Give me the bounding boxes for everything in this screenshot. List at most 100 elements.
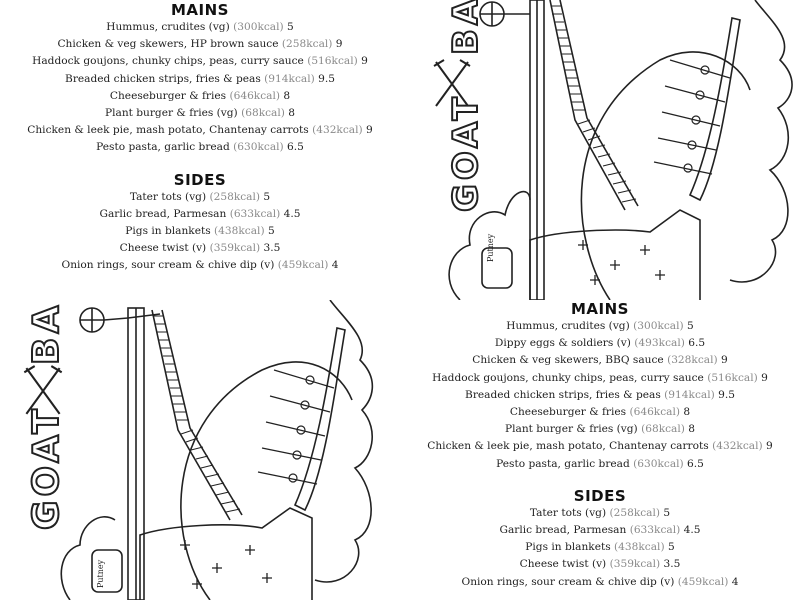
sides-heading: SIDES <box>573 486 627 505</box>
menu-item-kcal: (438kcal) <box>214 225 265 238</box>
menu-item-name: Plant burger & fries (vg) <box>504 423 638 436</box>
menu-item: Cheese twist (v) (359kcal) 3.5 <box>400 556 800 573</box>
menu-item: Pigs in blankets (438kcal) 5 <box>400 539 800 556</box>
menu-item: Tater tots (vg) (258kcal) 5 <box>400 505 800 522</box>
bridge-span <box>151 309 243 521</box>
sides-list: Tater tots (vg) (258kcal) 5 Garlic bread,… <box>400 505 800 591</box>
menu-item-kcal: (359kcal) <box>209 242 261 255</box>
boathouse <box>529 209 701 300</box>
menu-item-price: 8 <box>283 89 291 102</box>
menu-item-price: 3.5 <box>663 558 681 571</box>
tree-bush-left <box>60 516 116 600</box>
menu-item: Hummus, crudites (vg) (300kcal) 5 <box>400 318 800 335</box>
menu-item-kcal: (359kcal) <box>609 558 661 571</box>
menu-item-price: 4.5 <box>283 207 301 220</box>
menu-item: Chicken & leek pie, mash potato, Chanten… <box>0 122 400 139</box>
menu-item-kcal: (646kcal) <box>229 89 280 102</box>
menu-item: Haddock goujons, chunky chips, peas, cur… <box>0 53 400 70</box>
fork-knife-crossed-icon <box>23 365 63 415</box>
menu-item-price: 8 <box>288 107 296 120</box>
menu-item-kcal: (493kcal) <box>634 337 685 350</box>
menu-item-kcal: (258kcal) <box>609 506 661 519</box>
menu-item-name: Haddock goujons, chunky chips, peas, cur… <box>432 371 704 384</box>
menu-item-price: 9 <box>761 371 768 384</box>
putney-sign <box>91 549 123 593</box>
menu-item-price: 3.5 <box>263 242 281 255</box>
menu-item-kcal: (633kcal) <box>229 207 281 220</box>
menu-item-kcal: (459kcal) <box>277 259 329 272</box>
menu-item-kcal: (300kcal) <box>233 21 284 33</box>
menu-item: Cheeseburger & fries (646kcal) 8 <box>0 88 400 105</box>
menu-item-kcal: (630kcal) <box>633 457 684 470</box>
illustration-panel-bottom-left: GOAT BA Putney <box>0 300 400 600</box>
menu-item: Onion rings, sour cream & chive dip (v) … <box>0 257 400 274</box>
menu-item-price: 5 <box>263 190 271 203</box>
menu-item-name: Garlic bread, Parmesan <box>499 524 627 537</box>
goat-logotype: GOAT <box>25 404 68 531</box>
bridge-span <box>549 0 639 211</box>
menu-item-kcal: (646kcal) <box>629 406 680 419</box>
menu-item-kcal: (630kcal) <box>233 141 284 154</box>
rowing-boat <box>688 17 741 202</box>
menu-item-kcal: (459kcal) <box>677 575 729 588</box>
menu-item-name: Cheese twist (v) <box>119 242 207 255</box>
menu-item: Onion rings, sour cream & chive dip (v) … <box>400 574 800 591</box>
menu-item-price: 5 <box>287 21 294 33</box>
menu-item-price: 5 <box>667 541 675 554</box>
menu-item-name: Cheeseburger & fries <box>509 406 627 419</box>
menu-item: Haddock goujons, chunky chips, peas, cur… <box>400 370 800 387</box>
menu-item-kcal: (258kcal) <box>281 38 333 51</box>
menu-item-price: 4 <box>331 259 339 272</box>
menu-item-price: 9.5 <box>718 388 735 401</box>
menu-item-name: Haddock goujons, chunky chips, peas, cur… <box>32 55 304 68</box>
menu-item-name: Tater tots (vg) <box>529 506 607 519</box>
menu-item-name: Chicken & veg skewers, BBQ sauce <box>472 354 664 367</box>
menu-item-name: Chicken & leek pie, mash potato, Chanten… <box>427 440 709 453</box>
menu-item-price: 4.5 <box>683 524 701 537</box>
menu-item-price: 6.5 <box>688 337 706 350</box>
menu-item-name: Garlic bread, Parmesan <box>99 207 227 220</box>
putney-sign <box>481 247 513 289</box>
menu-item-name: Breaded chicken strips, fries & peas <box>465 388 661 401</box>
menu-item: Chicken & veg skewers, BBQ sauce (328kca… <box>400 352 800 369</box>
lamp-post <box>529 0 545 300</box>
menu-item-name: Plant burger & fries (vg) <box>104 107 238 120</box>
menu-item-name: Breaded chicken strips, fries & peas <box>65 72 261 85</box>
menu-item: Breaded chicken strips, fries & peas (91… <box>400 387 800 404</box>
menu-item-kcal: (432kcal) <box>712 440 763 453</box>
menu-item: Tater tots (vg) (258kcal) 5 <box>0 189 400 206</box>
menu-item-name: Pesto pasta, garlic bread <box>496 457 630 470</box>
menu-item: Chicken & veg skewers, HP brown sauce (2… <box>0 36 400 53</box>
sides-heading: SIDES <box>173 170 227 189</box>
putney-bridge-illustration <box>60 300 374 600</box>
menu-item-price: 9 <box>766 440 773 453</box>
menu-item-price: 6.5 <box>287 141 304 154</box>
menu-item-price: 8 <box>688 423 696 436</box>
menu-item-kcal: (258kcal) <box>209 190 261 203</box>
menu-item-name: Hummus, crudites (vg) <box>506 320 630 332</box>
menu-item: Plant burger & fries (vg) (68kcal) 8 <box>400 421 800 438</box>
menu-item-price: 9 <box>335 38 343 51</box>
menu-item-name: Pigs in blankets <box>125 225 211 238</box>
menu-item: Hummus, crudites (vg) (300kcal) 5 <box>0 19 400 36</box>
tree-bush-right <box>314 300 374 583</box>
boat-sign-text: Putney <box>486 233 495 262</box>
menu-item-kcal: (438kcal) <box>614 541 665 554</box>
menu-item-name: Hummus, crudites (vg) <box>106 21 230 33</box>
menu-item-price: 5 <box>687 320 694 332</box>
tree-bush-left <box>448 190 531 300</box>
menu-item-price: 9 <box>361 55 368 68</box>
menu-item-kcal: (914kcal) <box>664 388 715 401</box>
tree-bush-right <box>729 0 793 283</box>
menu-item-name: Chicken & leek pie, mash potato, Chanten… <box>27 124 309 137</box>
menu-item-price: 8 <box>683 406 691 419</box>
sun-outline <box>580 51 751 300</box>
menu-item-price: 4 <box>731 575 739 588</box>
menu-item-kcal: (68kcal) <box>641 423 685 436</box>
menu-item: Dippy eggs & soldiers (v) (493kcal) 6.5 <box>400 335 800 352</box>
